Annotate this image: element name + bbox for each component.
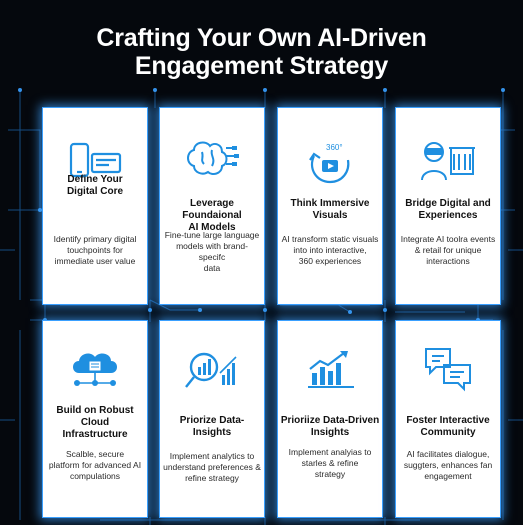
trend-chart-icon <box>308 351 354 388</box>
page-title: Crafting Your Own AI-Driven Engagement S… <box>96 24 427 80</box>
svg-text:360°: 360° <box>326 143 343 152</box>
card-description: Fine-tune large language models with bra… <box>164 230 260 273</box>
card-title: Priorize Data- Insights <box>179 415 245 438</box>
chat-bubbles-icon <box>425 348 471 392</box>
360-video-icon: 360° <box>309 143 350 184</box>
card-prioritize-data-insights: Priorize Data- Insights Implement analyt… <box>160 321 264 517</box>
card-define-digital-core: Define Your Digital Core Identify primar… <box>43 108 147 304</box>
vr-storefront-icon <box>421 142 475 181</box>
card-title: Foster Interactive Community <box>406 415 490 438</box>
card-description: Implement analyias to starles & refine s… <box>288 447 372 479</box>
analytics-magnifier-icon <box>185 352 237 388</box>
card-title: Build on Robust Cloud Infrastructure <box>56 405 134 440</box>
brain-icon <box>187 141 239 175</box>
card-description: Identify primary digital touchpoints for… <box>53 234 137 266</box>
card-title: Leverage Foundaional AI Models <box>182 198 242 233</box>
card-think-immersive-visuals: 360° Think Immersive Visuals AI transfor… <box>278 108 382 304</box>
card-bridge-digital-experiences: Bridge Digital and Experiences Integrate… <box>396 108 500 304</box>
card-description: Integrate AI toolra events & retail for … <box>400 234 496 266</box>
card-description: AI facilitates dialogue, suggters, enhan… <box>403 449 493 481</box>
card-description: Implement analytics to understand prefer… <box>163 451 261 483</box>
card-build-cloud-infrastructure: Build on Robust Cloud Infrastructure Sca… <box>43 321 147 517</box>
card-leverage-ai-models: Leverage Foundaional AI Models Fine-tune… <box>160 108 264 304</box>
card-title: Define Your Digital Core <box>66 174 124 197</box>
card-title: Think Immersive Visuals <box>290 198 370 221</box>
card-foster-interactive-community: Foster Interactive Community AI facilita… <box>396 321 500 517</box>
card-description: Scalble, secure platform for advanced AI… <box>48 449 142 481</box>
card-title: Bridge Digital and Experiences <box>405 198 491 221</box>
card-title: Prioriize Data-Driven Insights <box>280 415 380 438</box>
card-prioritize-data-driven-insights: Prioriize Data-Driven Insights Implement… <box>278 321 382 517</box>
cloud-server-icon <box>73 353 117 386</box>
devices-icon <box>69 142 122 178</box>
card-description: AI transform static visuals into into in… <box>281 234 379 266</box>
